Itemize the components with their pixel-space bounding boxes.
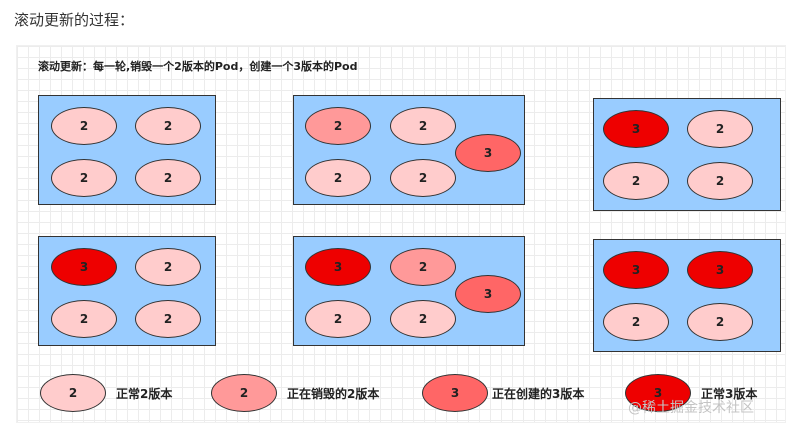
pod-ellipse: 2 [51, 300, 117, 338]
pod-ellipse: 3 [603, 251, 669, 289]
legend-pod-swatch: 2 [211, 374, 277, 412]
legend-label: 正常3版本 [701, 387, 758, 401]
pod-ellipse: 2 [51, 107, 117, 145]
pod-ellipse: 2 [51, 159, 117, 197]
legend-pod-swatch: 3 [625, 374, 691, 412]
pod-ellipse: 2 [135, 248, 201, 286]
pod-ellipse: 2 [390, 300, 456, 338]
pod-ellipse: 3 [603, 110, 669, 148]
pod-ellipse: 3 [455, 275, 521, 313]
pod-ellipse: 2 [687, 110, 753, 148]
pod-ellipse: 2 [135, 300, 201, 338]
pod-ellipse: 2 [305, 159, 371, 197]
diagram-caption: 滚动更新：每一轮,销毁一个2版本的Pod，创建一个3版本的Pod [38, 60, 358, 73]
legend-label: 正在创建的3版本 [492, 387, 585, 401]
pod-ellipse: 2 [687, 303, 753, 341]
legend-pod-swatch: 2 [40, 374, 106, 412]
pod-ellipse: 2 [135, 159, 201, 197]
legend-label: 正在销毁的2版本 [287, 387, 380, 401]
pod-ellipse: 2 [603, 303, 669, 341]
legend-pod-swatch: 3 [422, 374, 488, 412]
pod-ellipse: 3 [455, 134, 521, 172]
pod-ellipse: 3 [687, 251, 753, 289]
pod-ellipse: 3 [305, 248, 371, 286]
pod-ellipse: 2 [305, 300, 371, 338]
pod-ellipse: 2 [687, 162, 753, 200]
watermark: @稀土掘金技术社区 [628, 400, 754, 416]
legend-label: 正常2版本 [116, 387, 173, 401]
pod-ellipse: 2 [603, 162, 669, 200]
pod-ellipse: 2 [135, 107, 201, 145]
pod-ellipse: 2 [390, 159, 456, 197]
page-heading: 滚动更新的过程： [14, 11, 135, 29]
pod-ellipse: 3 [51, 248, 117, 286]
pod-ellipse: 2 [305, 107, 371, 145]
pod-ellipse: 2 [390, 248, 456, 286]
pod-ellipse: 2 [390, 107, 456, 145]
